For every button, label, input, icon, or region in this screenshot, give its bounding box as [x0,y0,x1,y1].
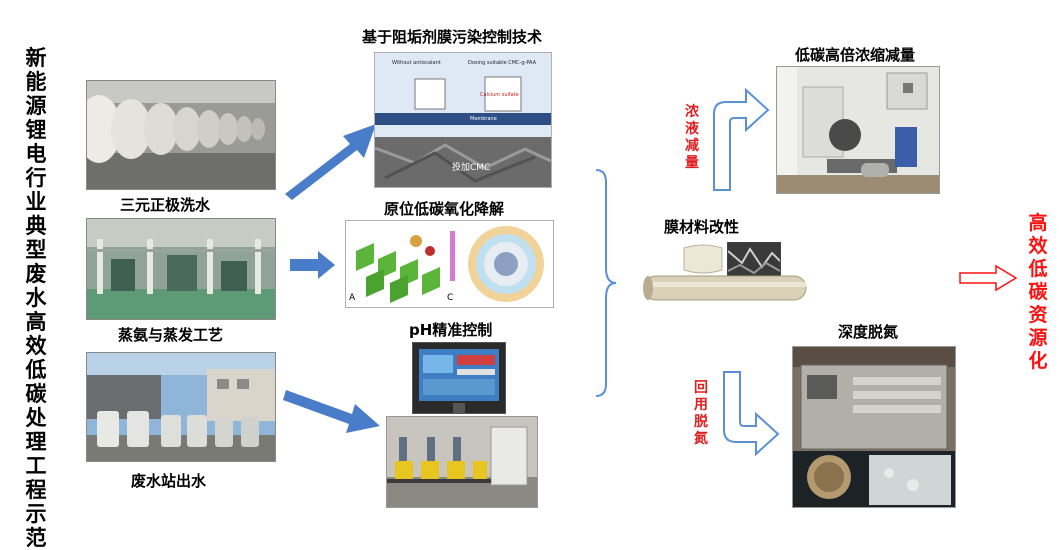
arrow-source1-to-tech1 [285,124,376,200]
tech2-letter-a: A [349,293,356,303]
output-photo-denitrification [792,346,956,508]
output-photo-concentration [776,66,940,194]
tech2-letter-c: C [447,293,454,303]
tech-label-3: pH精准控制 [409,321,493,339]
membrane-sample-photo [682,242,724,276]
source-photo-station [86,352,276,462]
source-label-2: 蒸氨与蒸发工艺 [118,326,224,344]
merge-bracket [595,169,617,397]
membrane-module-photo [640,274,810,302]
final-arrow [959,264,1018,292]
tech-image-dosing-pumps [386,416,538,508]
membrane-sem-photo [727,242,781,278]
tech1-sem-caption: 投加CMC [452,163,491,173]
tech1-text-1: Without antiscalant [392,60,441,66]
tech-label-2: 原位低碳氧化降解 [384,200,505,218]
tech1-text-2: Dosing suitable CMC-g-PAA [468,60,537,66]
tech1-text-3: Calcium sulfate [480,92,519,98]
tech-image-membrane-fouling [374,52,552,188]
arrow-source3-to-tech3 [283,390,380,433]
source-label-1: 三元正极洗水 [120,196,211,214]
source-label-3: 废水站出水 [131,472,207,490]
center-label: 膜材料改性 [664,218,740,236]
tech1-text-4: Membrane [470,116,497,122]
tech-label-1: 基于阻垢剂膜污染控制技术 [362,28,543,46]
tech-image-oxidation [345,220,554,308]
outline-arrow-lower [723,371,780,457]
output-label-1: 低碳高倍浓缩减量 [795,46,916,64]
vertical-title: 新能源锂电行业典型废水高效低碳处理工程示范 [25,46,47,550]
outline-arrow-upper [713,87,770,191]
output-label-2: 深度脱氮 [838,323,899,341]
arrow-source2-to-tech2 [290,251,335,279]
arrow-text-reuse: 回用脱氮 [694,380,708,447]
source-photo-evaporation [86,218,276,320]
final-label: 高效低碳资源化 [1028,212,1048,372]
tech-image-ph-monitor [412,342,506,414]
arrow-text-concentrate: 浓液减量 [685,104,699,171]
source-photo-tanks [86,80,276,190]
